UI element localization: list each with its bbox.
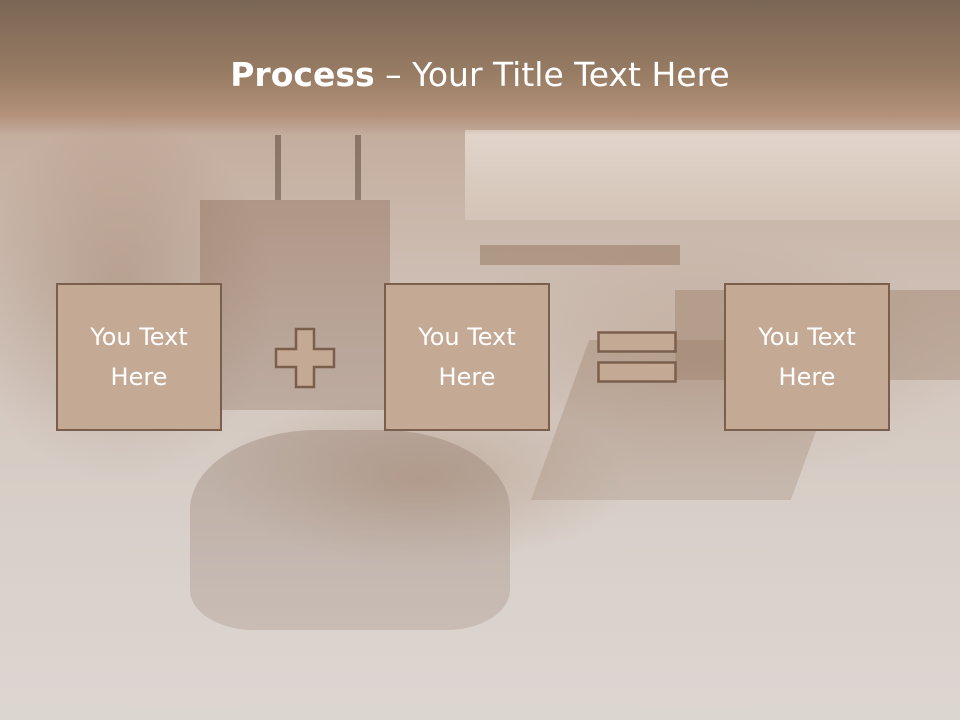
step-label-1: You Text Here (90, 323, 188, 391)
equals-icon (597, 331, 677, 383)
step-label-3: You Text Here (758, 323, 856, 391)
slide-title: Process – Your Title Text Here (0, 52, 960, 98)
title-bar (0, 0, 960, 135)
title-bold-part: Process (230, 55, 375, 94)
title-rest-part: – Your Title Text Here (374, 55, 730, 94)
step-label-2: You Text Here (418, 323, 516, 391)
step-box-2: You Text Here (384, 283, 550, 431)
step-box-1: You Text Here (56, 283, 222, 431)
step-box-3: You Text Here (724, 283, 890, 431)
plus-icon (274, 327, 336, 389)
